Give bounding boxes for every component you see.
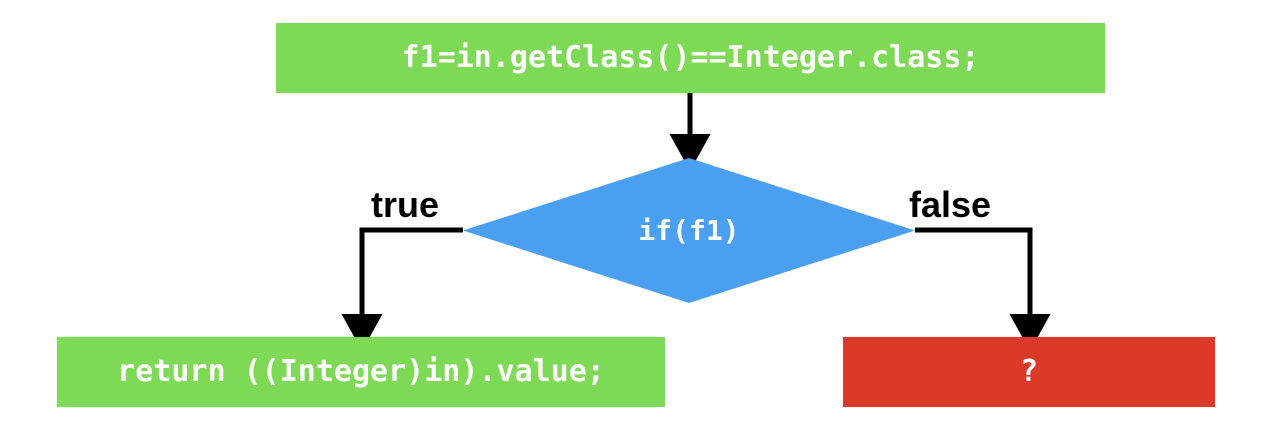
- edge-label-false: false: [909, 184, 992, 225]
- process-node-unknown[interactable]: ?: [843, 337, 1215, 407]
- node-label: f1=in.getClass()==Integer.class;: [401, 40, 980, 75]
- node-label: ?: [1019, 354, 1039, 389]
- edge-label-true: true: [371, 184, 440, 225]
- node-label: return ((Integer)in).value;: [117, 354, 605, 389]
- decision-node-if[interactable]: if(f1): [463, 158, 915, 303]
- process-node-condition-assign[interactable]: f1=in.getClass()==Integer.class;: [276, 23, 1105, 93]
- process-node-return-integer[interactable]: return ((Integer)in).value;: [57, 337, 665, 407]
- edge-false: [915, 227, 1051, 351]
- edge-true: [341, 227, 463, 351]
- node-label: if(f1): [638, 213, 740, 247]
